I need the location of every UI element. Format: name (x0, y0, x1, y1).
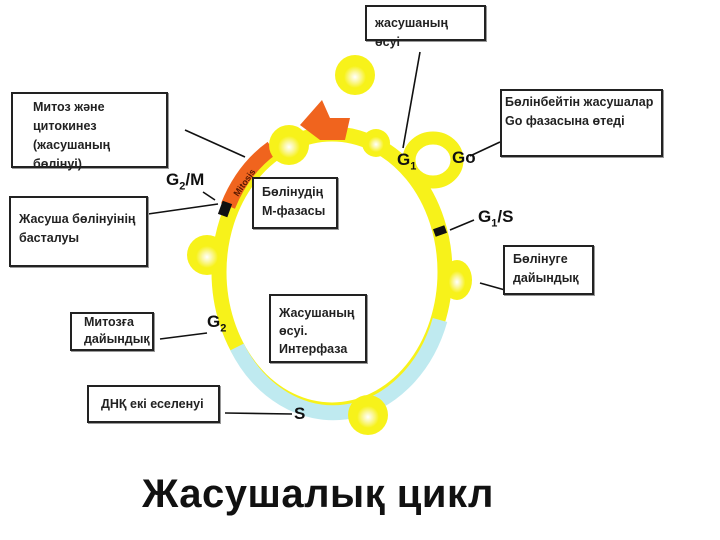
phase-label-g1s: G1/S (478, 207, 514, 230)
box-text: Жасуша бөлінуінің (19, 212, 136, 226)
box-text: жасушаның өсуі (375, 16, 449, 49)
box-text: Жасушаның (279, 306, 355, 320)
box-text: өсуі. (279, 324, 308, 338)
phase-label-g2m: G2/M (166, 170, 205, 193)
g0-loop (402, 131, 464, 189)
leader-lines (147, 51, 506, 415)
box-text: Бөлінудің (262, 185, 324, 199)
cell-blobs (187, 55, 472, 435)
label-box-interphase: Жасушаның өсуі. Интерфаза (269, 294, 367, 363)
orange-y-shape (300, 100, 350, 140)
phase-label-g0: Go (452, 148, 476, 167)
g1s-checkpoint (432, 225, 448, 237)
label-box-m-phase: Бөлінудің М-фазасы (252, 177, 338, 229)
box-text: цитокинез (33, 119, 97, 133)
box-text: Митозға (84, 315, 134, 329)
box-text: ДНҚ екі еселенуі (101, 397, 204, 411)
box-text: басталуы (19, 231, 80, 245)
phase-label-g2: G2 (207, 312, 227, 335)
box-text: Бөлінуге (513, 252, 568, 266)
label-box-division-start: Жасуша бөлінуінің басталуы (9, 196, 148, 267)
label-box-dna-replication: ДНҚ екі еселенуі (87, 385, 220, 423)
diagram-title: Жасушалық цикл (142, 472, 494, 516)
box-text: М-фазасы (262, 204, 326, 218)
box-text: Go фазасына өтеді (505, 114, 625, 128)
s-phase-arc (230, 317, 448, 421)
mitosis-arc (221, 141, 277, 209)
phase-label-s: S (294, 404, 306, 423)
label-box-prep-mitosis: Митозға дайындық (70, 312, 154, 351)
box-text: Митоз және (33, 100, 105, 114)
label-box-prep-division: Бөлінуге дайындық (503, 245, 594, 295)
label-box-cell-growth: жасушаның өсуі (365, 5, 486, 49)
box-text: дайындық (84, 332, 150, 346)
box-text: Бөлінбейтін жасушалар (505, 95, 654, 109)
box-text: (жасушаның бөлінуі) (33, 138, 111, 171)
box-text: дайындық (513, 271, 579, 285)
g2m-checkpoint (217, 200, 233, 218)
label-box-non-dividing: Бөлінбейтін жасушалар Go фазасына өтеді (500, 89, 663, 157)
box-text: Интерфаза (279, 342, 348, 356)
label-box-mitosis-cytokinesis: Митоз және цитокинез (жасушаның бөлінуі) (11, 92, 168, 171)
phase-label-g1: G1 (397, 150, 417, 173)
